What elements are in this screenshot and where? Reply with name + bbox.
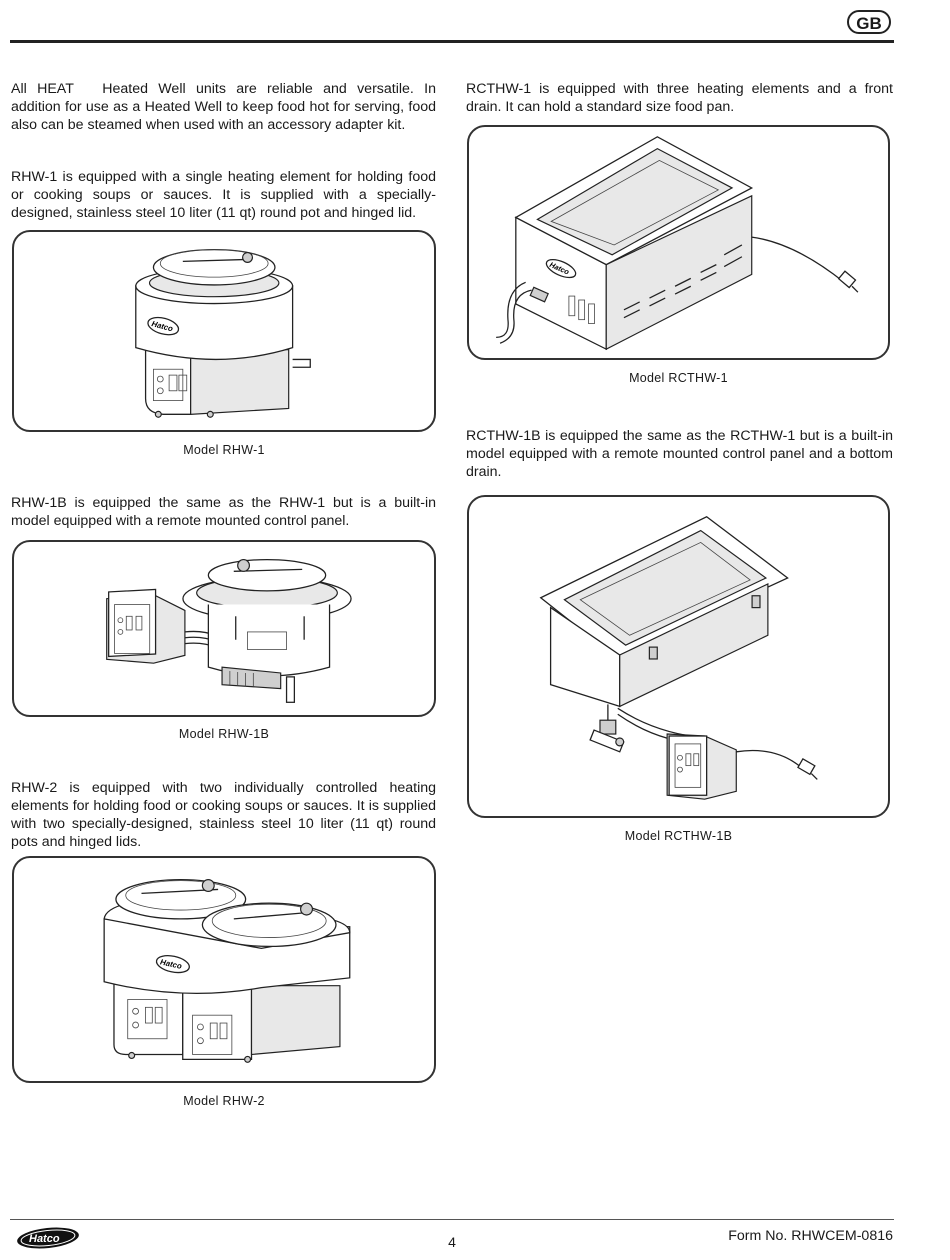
rcthw1-paragraph: RCTHW-1 is equipped with three heating e…: [466, 81, 893, 115]
rcthw1-illustration: Hatco: [467, 125, 890, 360]
rcthw1-caption: Model RCTHW-1: [629, 371, 728, 385]
form-number: Form No. RHWCEM-0816: [728, 1228, 893, 1244]
page-number: 4: [448, 1234, 456, 1250]
header-rule: [10, 40, 894, 43]
rhw2-illustration: Hatco: [12, 856, 436, 1083]
rhw1b-illustration: [12, 540, 436, 717]
rhw1-illustration: Hatco: [12, 230, 436, 432]
hatco-logo: Hatco: [14, 1223, 82, 1251]
language-badge: GB: [847, 10, 891, 34]
rhw1-paragraph: RHW-1 is equipped with a single heating …: [11, 169, 436, 221]
rhw1b-caption: Model RHW-1B: [178, 727, 270, 741]
rhw1b-paragraph: RHW-1B is equipped the same as the RHW-1…: [11, 495, 436, 529]
rcthw1b-illustration: [467, 495, 890, 818]
footer-rule: [10, 1219, 894, 1220]
rcthw1b-paragraph: RCTHW-1B is equipped the same as the RCT…: [466, 428, 893, 480]
rcthw1b-caption: Model RCTHW-1B: [624, 829, 733, 843]
rhw2-paragraph: RHW-2 is equipped with two individually …: [11, 780, 436, 850]
rhw1-caption: Model RHW-1: [183, 443, 265, 457]
intro-paragraph: All HEAT Heated Well units are reliable …: [11, 81, 436, 133]
svg-text:Hatco: Hatco: [159, 957, 182, 970]
svg-text:Hatco: Hatco: [29, 1233, 60, 1245]
rhw2-caption: Model RHW-2: [183, 1094, 265, 1108]
